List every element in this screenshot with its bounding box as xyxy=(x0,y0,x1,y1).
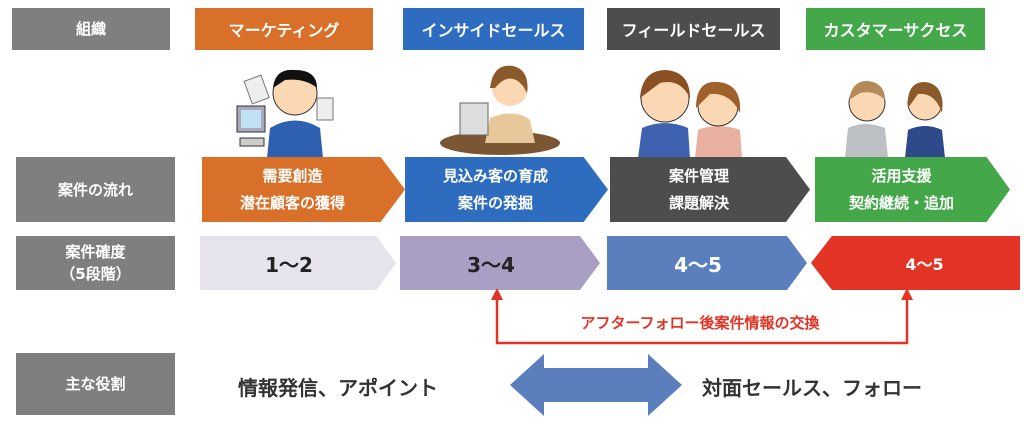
marketing-person-illustration xyxy=(236,69,334,158)
feedback-label: アフターフォロー後案件情報の交換 xyxy=(580,314,820,332)
flow-line2: 課題解決 xyxy=(668,193,729,212)
flow-line2: 契約継続・追加 xyxy=(848,193,954,212)
certainty-customer-success: 4〜5 xyxy=(811,236,1020,290)
row-label-flow: 案件の流れ xyxy=(16,157,175,222)
flow-step-customer-success: 活用支援契約継続・追加 xyxy=(815,157,1010,222)
org-marketing: マーケティング xyxy=(195,8,373,50)
flow-line1: 見込み客の育成 xyxy=(442,167,548,186)
flow-line2: 案件の発掘 xyxy=(457,193,533,212)
certainty-inside-sales: 3～4 xyxy=(400,236,600,290)
double-arrow-icon xyxy=(510,354,682,416)
customer-success-people-illustration xyxy=(845,80,945,158)
flow-line1: 活用支援 xyxy=(871,167,932,186)
feedback-connector-arrow xyxy=(491,288,913,345)
row-label-org: 組織 xyxy=(12,8,170,50)
row-label-role: 主な役割 xyxy=(16,353,175,415)
flow-step-marketing: 需要創造潜在顧客の獲得 xyxy=(202,157,405,222)
inside-sales-person-illustration xyxy=(440,65,560,155)
flow-line1: 需要創造 xyxy=(262,167,323,186)
row-label-certainty: 案件確度 （5段階） xyxy=(16,236,175,290)
certainty-label-line1: 案件確度 xyxy=(65,242,126,261)
flow-line1: 案件管理 xyxy=(668,167,729,186)
certainty-field-sales: 4～5 xyxy=(607,236,807,290)
certainty-marketing: 1～2 xyxy=(200,236,396,290)
org-inside-sales: インサイドセールス xyxy=(403,8,584,50)
flow-line2: 潜在顧客の獲得 xyxy=(239,193,345,212)
certainty-label-line2: （5段階） xyxy=(60,265,131,283)
flow-step-field-sales: 案件管理課題解決 xyxy=(610,157,810,222)
org-customer-success: カスタマーサクセス xyxy=(806,8,985,50)
field-sales-people-illustration xyxy=(638,70,742,158)
role-field-cs: 対面セールス、フォロー xyxy=(702,376,922,400)
org-field-sales: フィールドセールス xyxy=(607,8,780,50)
role-marketing-inside: 情報発信、アポイント xyxy=(238,376,438,400)
flow-step-inside-sales: 見込み客の育成案件の発掘 xyxy=(405,157,608,222)
